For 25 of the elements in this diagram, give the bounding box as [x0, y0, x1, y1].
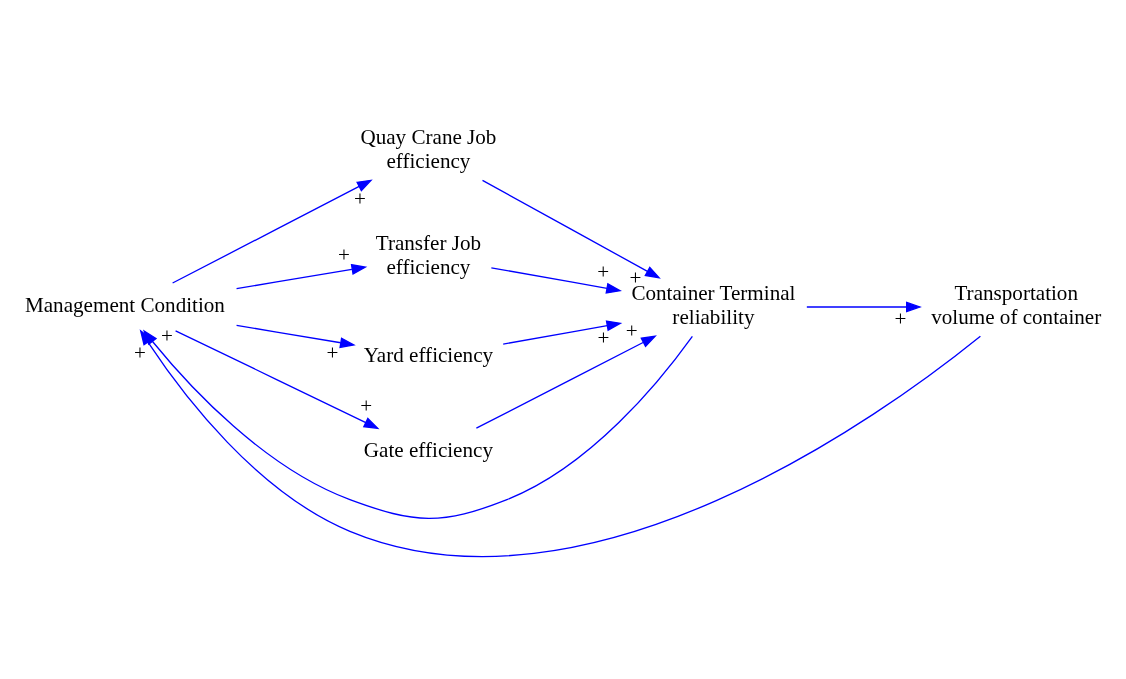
edge-label: + [360, 393, 373, 418]
node-text: Yard efficiency [363, 343, 494, 368]
node-text: Quay Crane Job efficiency [360, 125, 497, 174]
arrow [235, 324, 356, 349]
arrow [502, 320, 623, 345]
edge-label: + [161, 323, 173, 348]
node-text: Management Condition [24, 293, 225, 318]
edge-label: + [894, 306, 907, 331]
arrow [174, 330, 380, 430]
edge-label: + [353, 187, 366, 212]
edge-label: + [597, 326, 610, 351]
edge-label: + [337, 242, 350, 267]
arrow [490, 267, 622, 294]
node-text: Transfer Job efficiency [375, 231, 482, 279]
edge-label: + [133, 340, 146, 365]
edge-label: + [326, 341, 339, 366]
arrow [235, 263, 368, 290]
arrow [481, 179, 661, 279]
arrow [806, 301, 922, 313]
arrow [475, 335, 657, 429]
node-text: Gate efficiency [363, 438, 493, 463]
edge-label: + [625, 319, 638, 344]
edge-label: + [597, 259, 610, 284]
arrow [171, 179, 373, 284]
node-text: Transportation volume of container [931, 281, 1102, 329]
